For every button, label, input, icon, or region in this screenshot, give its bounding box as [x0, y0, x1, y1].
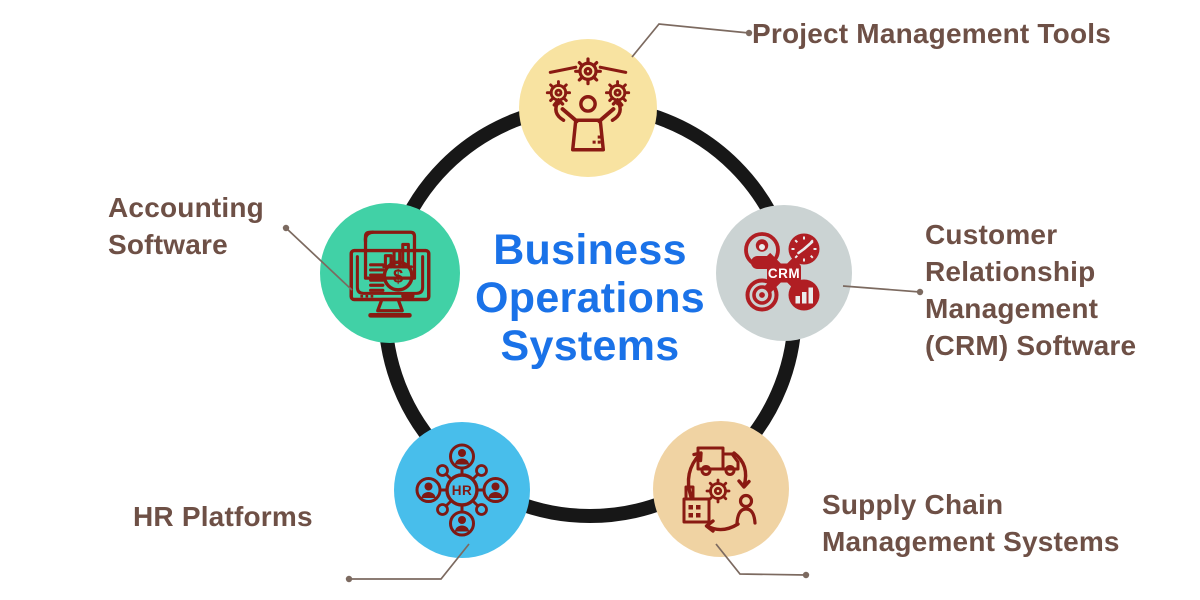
hr-hub: HR	[445, 473, 479, 507]
label-hr-platforms: HR Platforms	[133, 501, 313, 532]
truck	[696, 446, 740, 476]
title-line: Systems	[500, 322, 680, 370]
node-supply-chain	[653, 421, 789, 557]
cycle-arrows	[552, 98, 624, 122]
page-title: Business Operations Systems	[440, 226, 740, 370]
network-spokes	[438, 466, 486, 514]
node-crm-software: CRM	[716, 205, 852, 341]
gears-person-icon	[545, 57, 631, 152]
clock-bubble	[788, 233, 820, 265]
bar-chart-bubble	[788, 279, 820, 311]
person	[735, 493, 757, 525]
label-supply-chain: Supply Chain Management Systems	[822, 489, 1120, 557]
crm-cluster-icon: CRM	[744, 232, 820, 312]
label-accounting-software: Accounting Software	[108, 192, 264, 260]
small-nodes	[436, 464, 488, 516]
title-line: Business	[493, 226, 687, 274]
hr-network-icon: HR	[415, 443, 509, 537]
gear	[705, 478, 731, 504]
svg-text:$: $	[393, 266, 403, 287]
target-bubble	[745, 278, 779, 312]
document-sheet	[363, 230, 417, 280]
node-project-management	[519, 39, 657, 177]
accounting-monitor-icon: $	[349, 230, 431, 318]
ledger-lines	[369, 263, 385, 292]
three-gears	[545, 57, 631, 106]
cycle-arrows	[686, 451, 751, 533]
svg-text:CRM: CRM	[768, 266, 800, 281]
factory	[682, 485, 711, 524]
svg-text:HR: HR	[452, 483, 473, 498]
monitor-details	[360, 292, 415, 300]
node-accounting-software: $	[320, 203, 460, 343]
label-crm-software: Customer Relationship Management (CRM) S…	[925, 219, 1137, 361]
dollar-coin: $	[382, 260, 414, 292]
node-hr-platforms: HR	[394, 422, 530, 558]
person-figure	[560, 95, 616, 152]
title-line: Operations	[475, 274, 705, 322]
supply-chain-cycle-icon	[682, 446, 757, 533]
crm-plate: CRM	[767, 263, 801, 283]
label-project-management: Project Management Tools	[752, 18, 1112, 49]
monitor-stand	[368, 297, 412, 318]
